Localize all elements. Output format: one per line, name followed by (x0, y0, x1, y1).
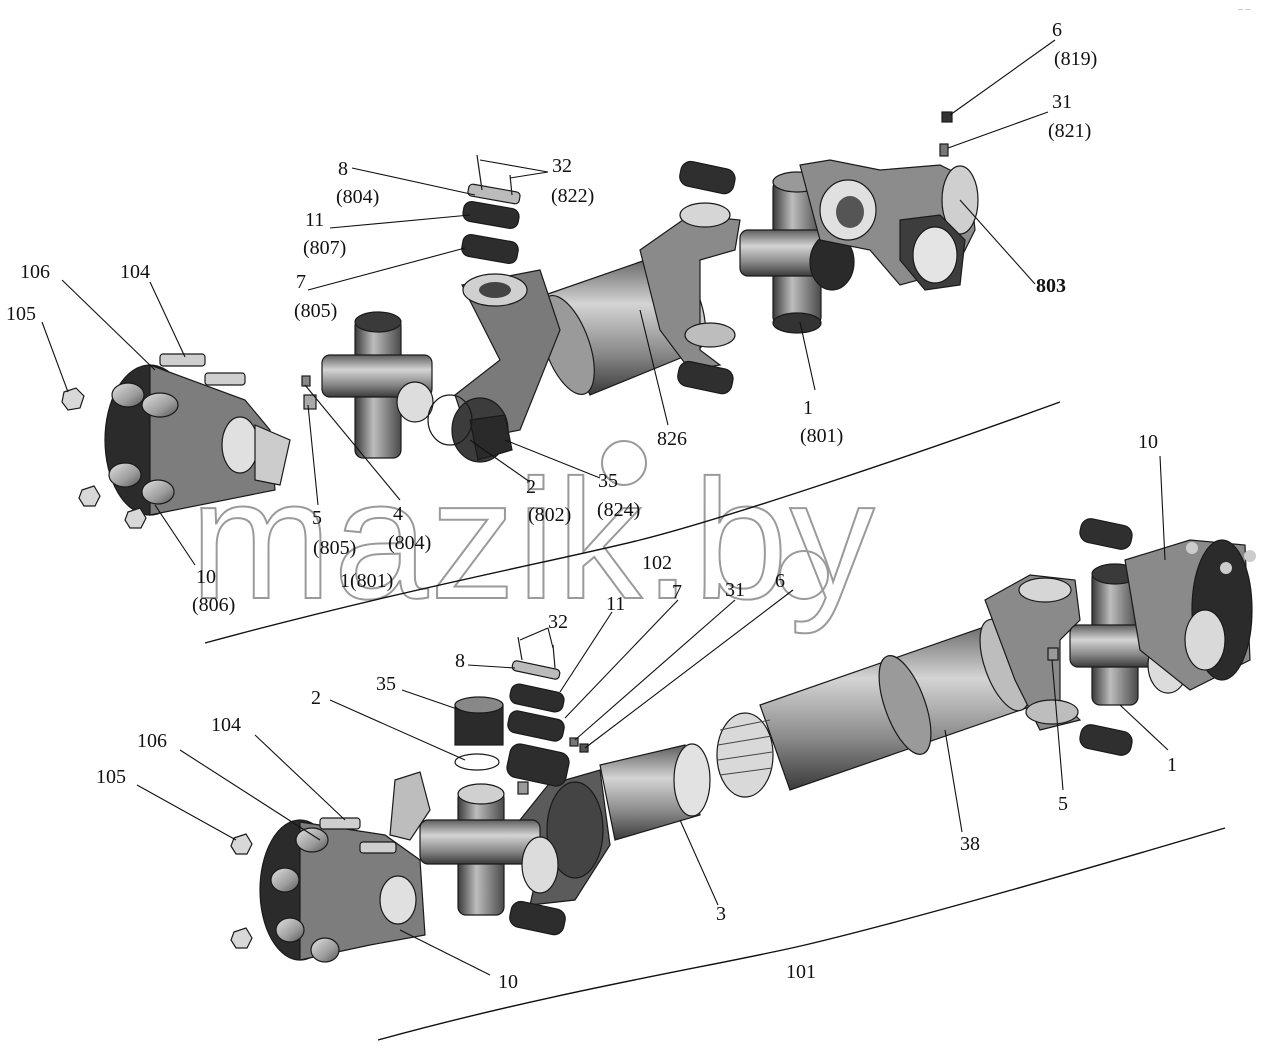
label-101: 101 (786, 961, 816, 983)
label-10: 10 (498, 971, 518, 993)
label-804b: (804) (388, 532, 431, 554)
yoke-left-top (451, 269, 561, 463)
fitting-805 (303, 394, 317, 410)
label-822: (822) (551, 185, 594, 207)
label-826: 826 (657, 428, 687, 450)
label-6: 6 (775, 570, 785, 592)
cross-801-top-right (739, 171, 855, 334)
label-6: 6 (1052, 19, 1062, 41)
label-31: 31 (1052, 91, 1072, 113)
label-8: 8 (338, 158, 348, 180)
flange-yoke-803 (799, 159, 979, 291)
label-32: 32 (548, 611, 568, 633)
label-824: (824) (597, 499, 640, 521)
labels-bottom: 102 10 11 7 31 6 32 8 35 2 104 106 105 1… (96, 431, 1177, 993)
label-804: (804) (336, 186, 379, 208)
nut-819 (941, 111, 953, 123)
flange-10-bottom-right (1124, 539, 1256, 691)
fitting-821 (939, 143, 949, 157)
label-803: 803 (1036, 275, 1066, 297)
label-8: 8 (455, 650, 465, 672)
label-105: 105 (6, 303, 36, 325)
label-35: 35 (598, 470, 618, 492)
label-7: 7 (672, 581, 682, 603)
label-106: 106 (137, 730, 167, 752)
label-2: 2 (311, 687, 321, 709)
label-5: 5 (1058, 793, 1068, 815)
label-102: 102 (642, 552, 672, 574)
label-805b: (805) (313, 537, 356, 559)
cap-plates-top (677, 160, 736, 395)
nuts-105-top (61, 387, 147, 529)
label-7: 7 (296, 271, 306, 293)
tube-38 (716, 617, 1036, 798)
labels-top: 6 (819) 31 (821) 8 (804) 32 (822) 11 (80… (6, 19, 1097, 616)
label-5: 5 (312, 507, 322, 529)
fitting-5-right (1047, 647, 1059, 661)
yoke-right-bottom (984, 574, 1082, 731)
label-821: (821) (1048, 120, 1091, 142)
watermark-dot (601, 440, 647, 486)
bolts-104-top (159, 353, 246, 386)
label-806: (806) (192, 594, 235, 616)
small-fittings-bottom (517, 636, 589, 795)
yoke-right-top (639, 202, 741, 371)
seal-ring-802 (427, 394, 473, 446)
label-2: 2 (526, 476, 536, 498)
label-805a: (805) (294, 300, 337, 322)
flange-806-top (104, 364, 291, 516)
label-3: 3 (716, 903, 726, 925)
label-1: 1 (803, 397, 813, 419)
bolts-104-bottom (319, 817, 397, 854)
plate-stack-top (461, 154, 521, 265)
cap-plates-bottom-right (1079, 518, 1133, 756)
brace-101 (377, 827, 1226, 1041)
watermark-dot (779, 550, 829, 600)
label-1-801: 1(801) (340, 570, 393, 592)
nuts-105-bottom (230, 833, 253, 949)
leader-lines (41, 39, 1169, 976)
watermark-text: mazik.by (190, 445, 877, 635)
label-1: 1 (1167, 754, 1177, 776)
nipple-804 (301, 375, 311, 387)
label-10-right: 10 (1138, 431, 1158, 453)
label-38: 38 (960, 833, 980, 855)
label-104: 104 (120, 261, 150, 283)
label-11: 11 (305, 209, 324, 231)
label-32: 32 (552, 155, 572, 177)
label-11: 11 (606, 593, 625, 615)
plate-stack-bottom (506, 660, 570, 936)
label-819: (819) (1054, 48, 1097, 70)
flange-10-bottom-left (259, 819, 426, 963)
flange-plate-bottom (389, 771, 431, 841)
brace-102 (204, 401, 1061, 644)
sleeve-3 (599, 743, 711, 841)
label-802: (802) (528, 504, 571, 526)
label-801: (801) (800, 425, 843, 447)
label-105: 105 (96, 766, 126, 788)
label-106: 106 (20, 261, 50, 283)
cross-801-top-left (321, 311, 434, 459)
label-10: 10 (196, 566, 216, 588)
label-31: 31 (725, 579, 745, 601)
label-807: (807) (303, 237, 346, 259)
label-4: 4 (393, 503, 403, 525)
bearing-cup-35 (454, 696, 504, 746)
ring-2-bottom (454, 753, 500, 771)
corner-mark: – – (1237, 4, 1252, 15)
spline-teeth (717, 719, 773, 776)
label-104: 104 (211, 714, 241, 736)
cross-bottom-left (419, 783, 559, 916)
label-35: 35 (376, 673, 396, 695)
